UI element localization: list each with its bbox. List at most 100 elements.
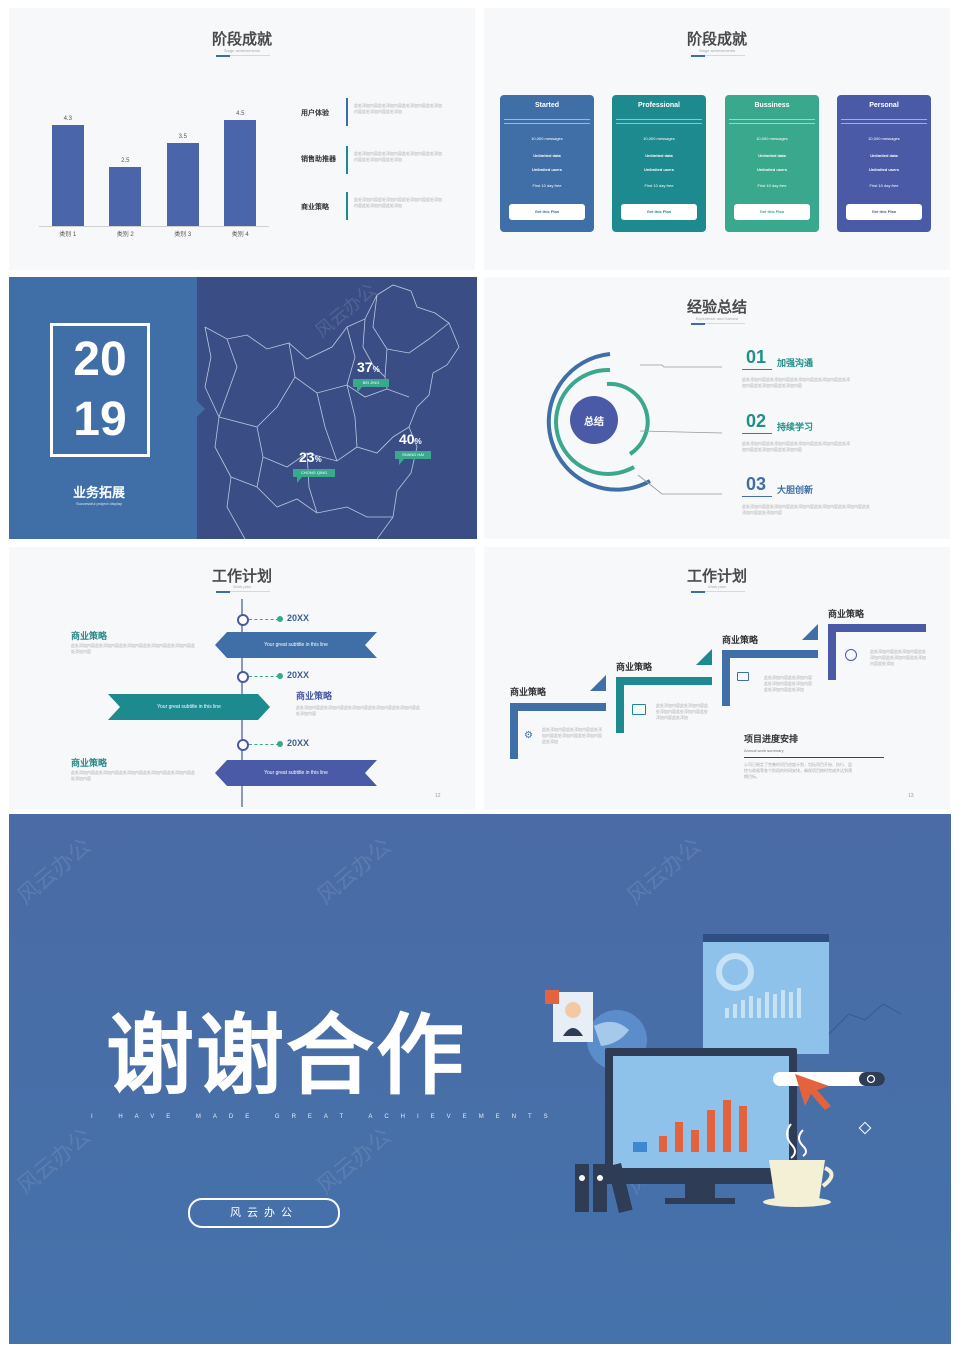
- plan-row: Unlimited users: [868, 167, 899, 172]
- chart-bar: [109, 167, 142, 226]
- pct-unit: %: [314, 455, 322, 464]
- title-underline: [705, 55, 745, 56]
- feature-label: 用户体验: [301, 110, 329, 117]
- panel-arrow: [197, 401, 205, 417]
- plan-row: 10,000 messages: [531, 136, 563, 141]
- plan-divider: [616, 123, 702, 124]
- title-accent-line: [216, 55, 230, 57]
- watermark: 风云办公: [12, 833, 96, 910]
- node-connector: [249, 744, 279, 745]
- step-bracket-leg: [510, 703, 518, 759]
- summary-item-2: 02 持续学习 此处添加内容此处添加内容此处添加内容此处添加内容此处添加内容此处…: [742, 411, 942, 461]
- watermark: 风云办公: [312, 1123, 396, 1200]
- timeline-node: [237, 614, 249, 626]
- plan-divider: [504, 119, 590, 120]
- office-illustration: [545, 934, 902, 1213]
- marker-pct: 40%: [399, 431, 422, 447]
- step-desc: 此处添加内容此处添加内容此处添加内容此处添加内容此处添加内容此处添加: [542, 727, 602, 744]
- summary-item-1: 01 加强沟通 此处添加内容此处添加内容此处添加内容此处添加内容此处添加内容此处…: [742, 347, 942, 397]
- step-desc: 此处添加内容此处添加内容此处添加内容此处添加内容此处添加内容此处添加: [656, 703, 708, 720]
- plan-row: 10,000 messages: [643, 136, 675, 141]
- get-plan-button[interactable]: Get this Plan: [734, 204, 810, 220]
- thank-you-subtitle: I HAVE MADE GREAT ACHIEVEMENTS: [91, 1114, 560, 1120]
- slide-subtitle: Experience and Harvest: [695, 316, 739, 321]
- center-label: 总结: [584, 417, 604, 428]
- step-title: 商业策略: [616, 662, 653, 672]
- pct-value: 37: [357, 359, 373, 375]
- step-desc: 此处添加内容此处添加内容此处添加内容此处添加内容此处添加内容此处添加: [764, 675, 812, 692]
- marker-city-tag: SHANG HAI: [395, 451, 431, 459]
- block-title: 商业策略: [296, 691, 333, 701]
- feature-list: 用户体验 此处添加内容此处添加内容此处添加内容此处添加内容此处添加内容此处添加 …: [289, 96, 469, 236]
- feature-desc: 此处添加内容此处添加内容此处添加内容此处添加内容此处添加内容此处添加: [354, 151, 442, 162]
- title-accent-line: [691, 591, 705, 593]
- title-accent-line: [216, 591, 230, 593]
- plan-row: First 10 day free: [644, 183, 674, 188]
- marker-pointer: [297, 477, 302, 483]
- plan-divider: [729, 123, 815, 124]
- year-label: 20XX: [287, 738, 310, 748]
- item-desc: 此处添加内容此处添加内容此处添加内容此处添加内容此处添加内容此处添加内容此处添加…: [742, 504, 870, 515]
- slide-title: 经验总结: [686, 299, 747, 316]
- step-bracket: [828, 624, 926, 632]
- page-number: 13: [908, 793, 914, 799]
- get-plan-button[interactable]: Get this Plan: [509, 204, 585, 220]
- step-corner: [590, 675, 606, 691]
- plan-row: 10,000 messages: [868, 136, 900, 141]
- item-number-underline: [742, 496, 772, 497]
- feature-label: 商业策略: [301, 204, 329, 211]
- chart-value-label: 3.5: [178, 134, 187, 141]
- brand-button[interactable]: 风云办公: [188, 1198, 340, 1228]
- summary-ring-diagram: [546, 352, 723, 495]
- item-desc: 此处添加内容此处添加内容此处添加内容此处添加内容此处添加内容此处添加内容此处添加…: [742, 377, 850, 388]
- slide-title: 工作计划: [211, 568, 272, 585]
- chart-bar: [166, 143, 199, 226]
- block-title: 商业策略: [71, 758, 108, 768]
- item-title: 大胆创新: [777, 485, 814, 495]
- plan-row: Unlimited data: [758, 153, 786, 158]
- chart-bar: [51, 124, 84, 226]
- step-bracket-leg: [722, 650, 730, 706]
- block-desc: 此处添加内容此处添加内容此处添加内容此处添加内容此处添加内容此处添加内容: [71, 643, 195, 654]
- slide-thank-you: 风云办公 风云办公 风云办公 风云办公 风云办公 风云办公 谢谢合作 I HAV…: [9, 814, 951, 1344]
- chart-value-label: 4.3: [63, 115, 72, 122]
- get-plan-button[interactable]: Get this Plan: [846, 204, 922, 220]
- slide-experience-summary: 经验总结 Experience and Harvest 总结 01 加强沟通 此…: [484, 277, 950, 539]
- plan-divider: [841, 123, 927, 124]
- feature-divider: [346, 192, 348, 220]
- summary-item-3: 03 大胆创新 此处添加内容此处添加内容此处添加内容此处添加内容此处添加内容此处…: [742, 474, 942, 524]
- item-number: 03: [746, 474, 767, 494]
- slide-title: 阶段成就: [211, 31, 272, 48]
- thank-you-title: 谢谢合作: [105, 1006, 466, 1105]
- plan-divider: [841, 119, 927, 120]
- block-desc: 此处添加内容此处添加内容此处添加内容此处添加内容此处添加内容此处添加内容: [71, 770, 195, 781]
- year-label: 20XX: [287, 613, 310, 623]
- pct-value: 23: [299, 449, 315, 465]
- slide-subtitle: Work plan: [233, 584, 251, 589]
- schedule-rule: [744, 757, 884, 758]
- title-underline: [705, 323, 745, 324]
- plan-row: 10,000 messages: [756, 136, 788, 141]
- plan-row: Unlimited users: [643, 167, 674, 172]
- plan-row: Unlimited data: [645, 153, 673, 158]
- feature-label: 销售助推器: [301, 156, 336, 163]
- schedule-desc: 公司已制定了完善的项目进度计划，包括项目开始、执行、监控与收尾等各个阶段的时间安…: [744, 762, 852, 779]
- plan-row: Unlimited data: [533, 153, 561, 158]
- item-number-underline: [742, 433, 772, 434]
- year-frame: [50, 323, 150, 457]
- slide-title: 阶段成就: [686, 31, 747, 48]
- marker-city-tag: CHONG QING: [293, 469, 335, 477]
- title-underline: [705, 591, 745, 592]
- plan-row: Unlimited data: [870, 153, 898, 158]
- year-bottom: 19: [73, 393, 127, 446]
- step-bracket: [722, 650, 818, 658]
- item-title: 持续学习: [777, 422, 814, 432]
- ribbon-banner: Your great subtitle in this line: [108, 694, 270, 720]
- gear-icon: ⚙: [524, 730, 533, 741]
- plan-card-personal: Personal 10,000 messages Unlimited data …: [837, 95, 931, 232]
- get-plan-button[interactable]: Get this Plan: [621, 204, 697, 220]
- watermark: 风云办公: [12, 1123, 96, 1200]
- plan-card-bussiness: Bussiness 10,000 messages Unlimited data…: [725, 95, 819, 232]
- title-underline: [230, 591, 270, 592]
